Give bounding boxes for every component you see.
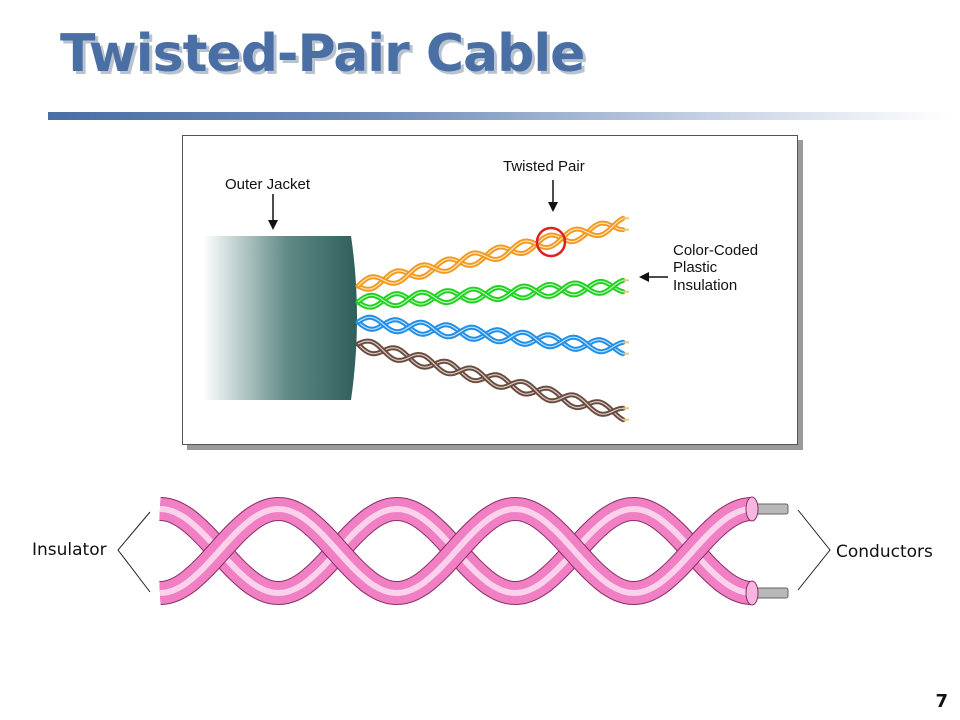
twisted-pair-label: Twisted Pair [503, 158, 585, 175]
outer-jacket-shape [203, 236, 357, 400]
wire-green-1-highlight [357, 280, 624, 308]
cable-illustration [203, 180, 668, 423]
outer-jacket-arrowhead [268, 220, 278, 230]
wire-pairs [355, 215, 629, 423]
color-coded-insulation-label: Color-Coded Plastic Insulation [673, 242, 759, 294]
conductors-bracket [797, 509, 831, 591]
twisted-pair-closeup [117, 496, 831, 606]
insulator-end-cap-2 [745, 580, 759, 606]
insulator-end-cap-1 [745, 496, 759, 522]
wire-green-2-highlight [357, 279, 624, 307]
insulator-label: Insulator [32, 540, 107, 560]
wire-brown-2-highlight [357, 340, 624, 415]
cable-diagram-frame: Outer Jacket Twisted Pair Color-Coded Pl… [182, 135, 798, 445]
twisted-pair-arrowhead [548, 202, 558, 212]
insulator-wire-2-highlight [159, 505, 753, 597]
wire-blue-1-highlight [357, 319, 624, 355]
wire-orange-1-highlight [357, 222, 624, 290]
wire-brown-1-highlight [357, 343, 624, 421]
wire-blue-2-highlight [357, 316, 624, 353]
color-coded-arrowhead [639, 272, 649, 282]
page-number: 7 [935, 691, 948, 712]
slide-title: Twisted-Pair Cable [60, 24, 585, 84]
outer-jacket-label: Outer Jacket [225, 176, 311, 193]
twisted-pair-highlight-circle [535, 226, 567, 258]
twisted-wires [159, 496, 789, 606]
insulator-bracket [117, 511, 151, 593]
title-underline [48, 112, 948, 120]
wire-orange-2-highlight [357, 217, 624, 287]
conductors-label: Conductors [836, 542, 933, 562]
